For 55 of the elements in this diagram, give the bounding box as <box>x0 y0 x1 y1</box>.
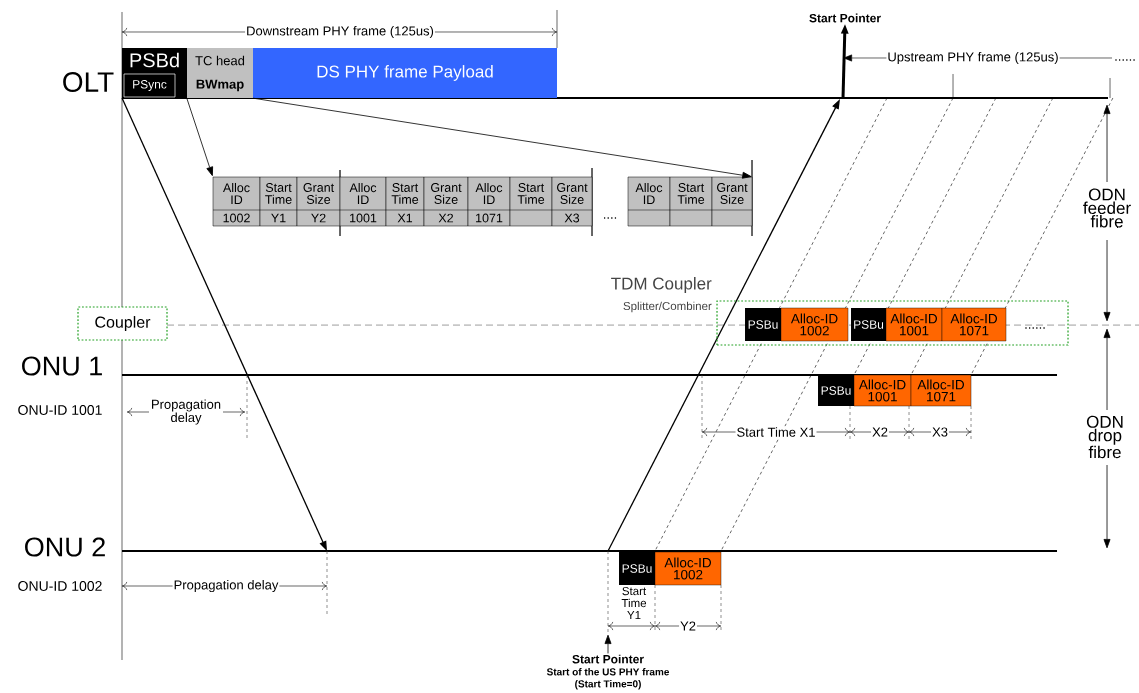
payload-block: DS PHY frame Payload <box>253 48 557 98</box>
burst-block: Alloc-ID 1002 <box>780 307 849 342</box>
text-label: ...... <box>1025 327 1045 329</box>
table-column: Start Time X1 <box>385 176 425 227</box>
text-label: ONU 2 <box>25 537 105 557</box>
burst-block: Alloc-ID 1001 <box>853 374 912 407</box>
node-label: TDM Coupler <box>611 277 712 293</box>
text-label: OLT <box>63 72 114 92</box>
text-label: Upstream PHY frame (125us) <box>886 50 1060 66</box>
preamble-block: PSBu <box>818 375 854 406</box>
burst-block: Alloc-ID 1001 <box>885 307 943 342</box>
text-label: ONU 1 <box>22 356 102 376</box>
text-label: ODN feeder fibre <box>1083 188 1131 228</box>
table-column: Start Time <box>669 176 713 227</box>
header-field: BWmap <box>187 73 253 98</box>
text-label: Start Time Y1 <box>621 587 647 619</box>
text-label: Propagation delay <box>172 578 280 594</box>
table-column: Start Time Y1 <box>259 176 298 227</box>
text-label: Propagation delay <box>149 398 223 426</box>
text-label: .... <box>604 217 617 219</box>
table-column: Alloc ID <box>627 176 671 227</box>
text-label: Downstream PHY frame (125us) <box>245 24 435 40</box>
text-label: Y2 <box>679 620 697 632</box>
text-label: X3 <box>931 426 949 438</box>
burst-block: Alloc-ID 1071 <box>910 374 972 407</box>
text-label: ODN drop fibre <box>1086 415 1123 459</box>
pointer-label: Start Pointer <box>809 13 881 23</box>
arrow <box>186 97 214 176</box>
table-column: Grant Size X2 <box>423 176 469 227</box>
arrow <box>604 634 612 654</box>
burst-block: Alloc-ID 1071 <box>941 307 1007 342</box>
table-column: Alloc ID 1071 <box>467 176 511 227</box>
arrow <box>252 97 752 179</box>
text-label: Start Time X1 <box>735 426 817 438</box>
coupler-box: Coupler <box>77 306 168 341</box>
sync-field: PSync <box>123 73 176 98</box>
table-column: Grant Size <box>711 176 753 227</box>
header-field: TC head <box>187 48 253 73</box>
node-label: TC head <box>195 55 245 66</box>
table-column: Grant Size X3 <box>551 176 593 227</box>
table-column: Alloc ID 1002 <box>212 176 261 227</box>
preamble-block: PSBu <box>745 308 781 341</box>
preamble-block: PSBu <box>851 308 886 341</box>
text-label: X2 <box>871 426 889 438</box>
text-label: ONU-ID 1001 <box>18 405 102 415</box>
table-column: Start Time <box>509 176 553 227</box>
node-label: BWmap <box>196 79 244 92</box>
table-column: Grant Size Y2 <box>296 176 341 227</box>
table-column: Alloc ID 1001 <box>339 176 387 227</box>
text-label: ONU-ID 1002 <box>18 581 102 591</box>
burst-block: Alloc-ID 1002 <box>654 551 722 586</box>
preamble-block: PSBu <box>619 552 655 585</box>
pointer-label: Start Pointer Start of the US PHY frame (Start Time=0) <box>546 654 670 690</box>
node-label: Splitter/Combiner <box>623 301 712 313</box>
text-label: ...... <box>1115 59 1135 61</box>
